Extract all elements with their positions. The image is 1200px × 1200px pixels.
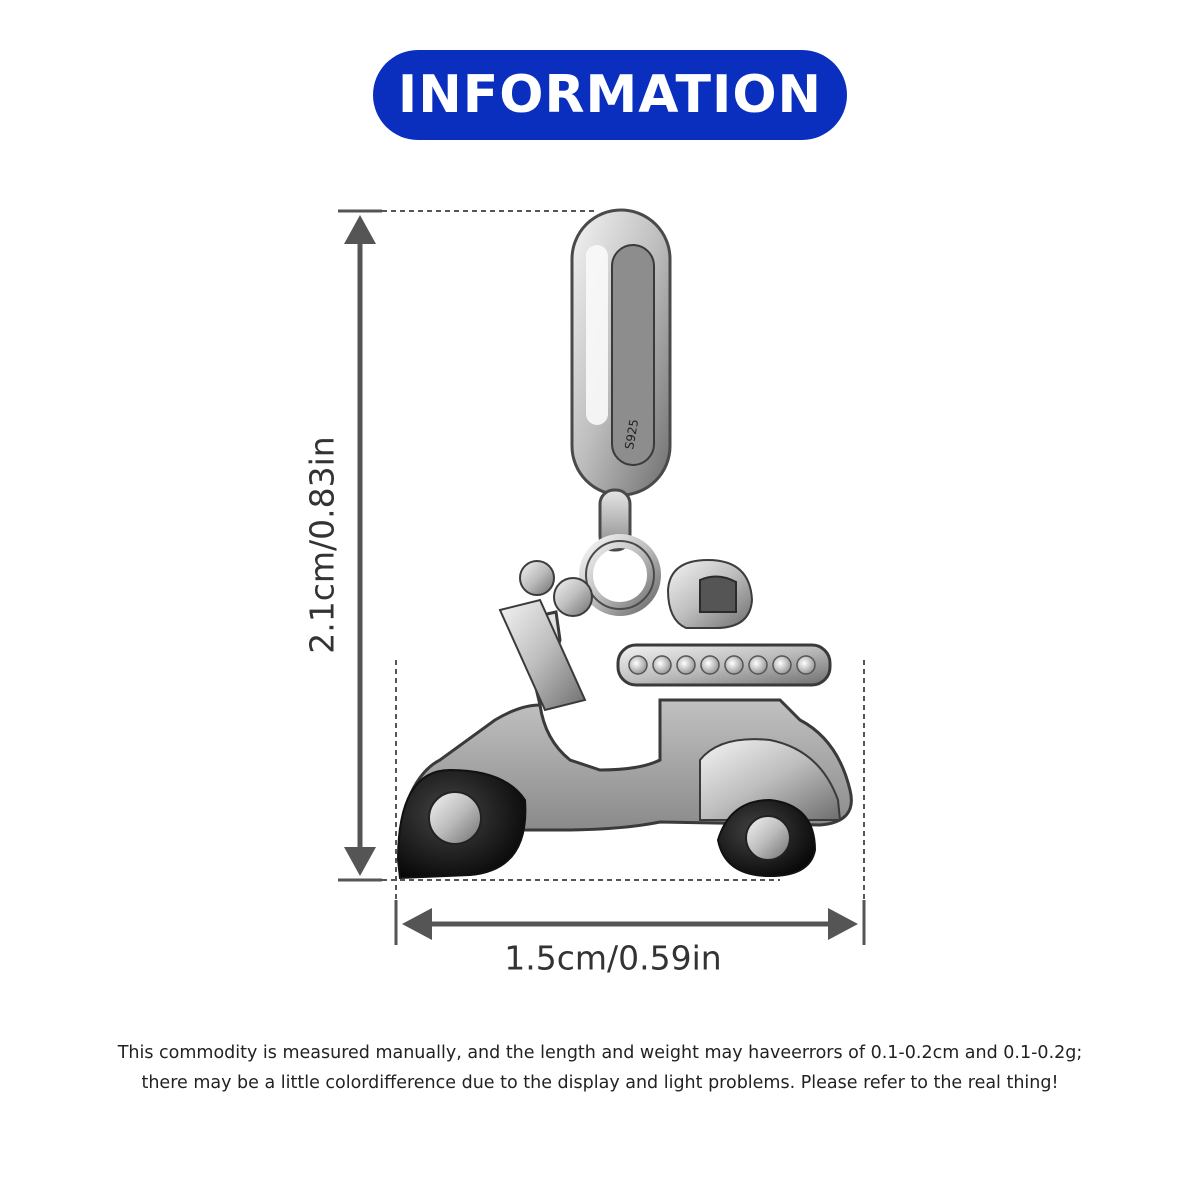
crystal-gem (796, 655, 816, 675)
banner-title: INFORMATION (397, 65, 823, 125)
crystal-gem (748, 655, 768, 675)
scooter-charm-icon: S925 (396, 208, 853, 880)
crystal-gem (700, 655, 720, 675)
disclaimer-line-2: there may be a little colordifference du… (141, 1073, 1059, 1093)
width-dimension (394, 660, 866, 945)
crystal-gem (628, 655, 648, 675)
height-dimension (338, 209, 780, 882)
crystal-gem (652, 655, 672, 675)
information-banner: INFORMATION (373, 50, 847, 140)
crystal-gem (724, 655, 744, 675)
crystal-row (628, 655, 816, 675)
crystal-gem (676, 655, 696, 675)
width-measurement-label: 1.5cm/0.59in (504, 938, 722, 978)
measurement-disclaimer: This commodity is measured manually, and… (0, 1038, 1200, 1098)
s925-stamp: S925 (622, 418, 641, 450)
height-measurement-label: 2.1cm/0.83in (302, 436, 342, 654)
crystal-gem (772, 655, 792, 675)
disclaimer-line-1: This commodity is measured manually, and… (117, 1043, 1083, 1063)
